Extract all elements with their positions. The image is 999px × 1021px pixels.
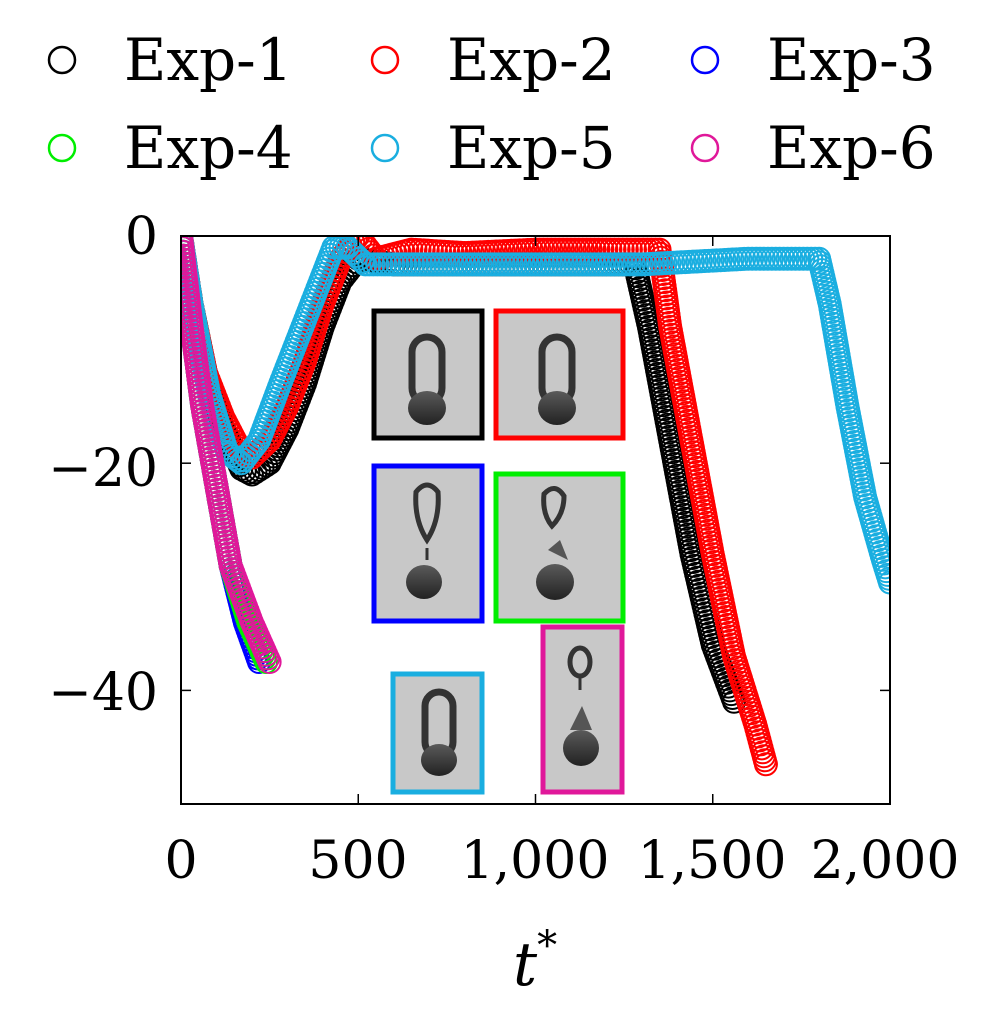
legend-label: Exp-3 (767, 26, 936, 94)
x-axis-label-base: t (513, 930, 538, 1000)
inset-photo-exp-1 (371, 308, 485, 441)
series-exp-6 (181, 236, 282, 674)
x-tick-label: 0 (164, 831, 197, 891)
y-tick-label: −40 (48, 663, 158, 723)
data-point (875, 562, 890, 587)
data-point (223, 446, 248, 471)
x-tick-label: 500 (308, 831, 407, 891)
data-point (753, 752, 778, 777)
x-tick-label: 2,000 (811, 831, 960, 891)
y-tick-label: −20 (48, 439, 158, 499)
legend-marker (47, 45, 77, 75)
data-point (870, 547, 890, 572)
data-point (257, 650, 282, 674)
inset-photo-exp-5 (390, 671, 485, 795)
legend-label: Exp-5 (447, 114, 616, 182)
legend-label: Exp-1 (124, 26, 293, 94)
data-point (869, 543, 890, 568)
inset-photo-exp-6 (540, 624, 625, 795)
inset-photo-exp-4 (493, 471, 626, 624)
legend-label: Exp-2 (447, 26, 616, 94)
inset-photo-exp-3 (371, 463, 485, 624)
legend-marker (47, 133, 77, 163)
legend-label: Exp-4 (124, 114, 293, 182)
data-point (868, 539, 890, 564)
inset-photos (371, 308, 626, 795)
x-tick-label: 1,000 (461, 831, 610, 891)
legend-marker (690, 133, 720, 163)
data-point (874, 559, 890, 584)
y-tick-label: 0 (125, 207, 158, 267)
series-layer (181, 236, 890, 777)
x-axis-label: t* (513, 923, 557, 1000)
legend-marker (370, 133, 400, 163)
data-point (873, 555, 890, 580)
x-tick-label: 1,500 (638, 831, 787, 891)
axis-ticks (180, 235, 891, 804)
data-point (876, 566, 890, 591)
data-point (878, 570, 890, 595)
legend-marker (690, 45, 720, 75)
legend-label: Exp-6 (767, 114, 936, 182)
series-exp-5 (181, 236, 890, 595)
x-axis-label-star: * (537, 923, 557, 969)
data-point (872, 551, 890, 576)
inset-photo-exp-2 (493, 308, 626, 441)
legend-marker (370, 45, 400, 75)
